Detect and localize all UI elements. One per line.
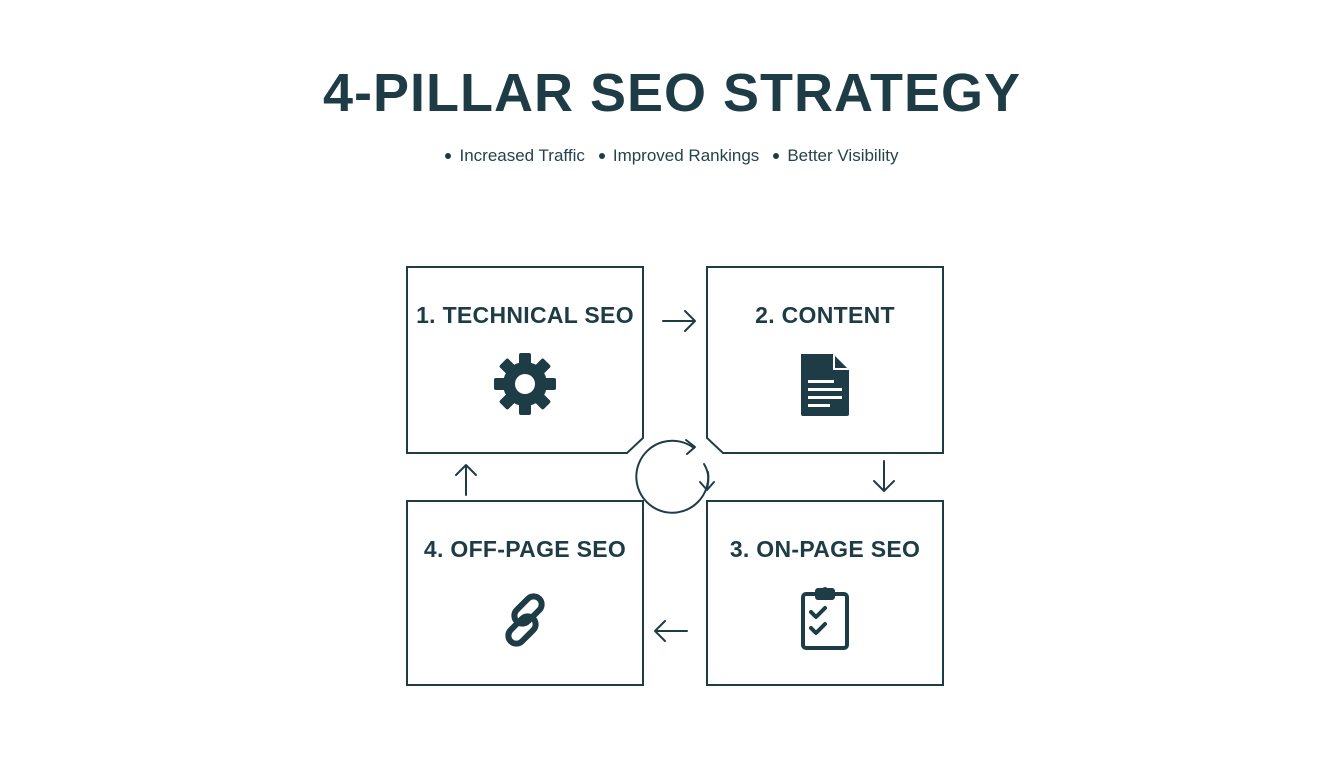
bullet-dot	[445, 153, 452, 159]
cycle-icon	[635, 439, 715, 514]
document-icon	[801, 354, 849, 416]
clipboard-check-icon	[801, 587, 849, 650]
bullet-dot	[598, 153, 605, 159]
benefit-item: Better Visibility	[773, 146, 899, 166]
benefit-label: Increased Traffic	[459, 146, 585, 165]
arrow-down-icon	[873, 460, 895, 492]
box-frame	[706, 266, 944, 454]
box-frame	[706, 500, 944, 686]
benefit-item: Increased Traffic	[445, 146, 585, 166]
page-title: 4-PILLAR SEO STRATEGY	[322, 63, 1022, 123]
benefits-list: Increased Traffic Improved Rankings Bett…	[0, 146, 1344, 166]
pillar-box-off-page-seo: 4. OFF-PAGE SEO	[406, 500, 644, 686]
arrow-right-icon	[662, 310, 696, 332]
arrow-left-icon	[654, 620, 688, 642]
arrow-up-icon	[455, 464, 477, 496]
pillar-label: 4. OFF-PAGE SEO	[423, 536, 627, 562]
benefit-label: Better Visibility	[787, 146, 899, 165]
pillar-box-content: 2. CONTENT	[706, 266, 944, 454]
box-frame	[406, 500, 644, 686]
pillar-box-on-page-seo: 3. ON-PAGE SEO	[706, 500, 944, 686]
pillar-box-technical-seo: 1. TECHNICAL SEO	[406, 266, 644, 454]
pillar-label: 2. CONTENT	[755, 302, 895, 328]
pillar-label: 1. TECHNICAL SEO	[416, 302, 634, 328]
box-frame	[406, 266, 644, 454]
benefit-label: Improved Rankings	[612, 146, 760, 165]
pillar-label: 3. ON-PAGE SEO	[729, 536, 921, 562]
gear-icon	[494, 353, 556, 415]
bullet-dot	[773, 153, 780, 159]
link-icon	[505, 593, 545, 647]
benefit-item: Improved Rankings	[598, 146, 760, 166]
